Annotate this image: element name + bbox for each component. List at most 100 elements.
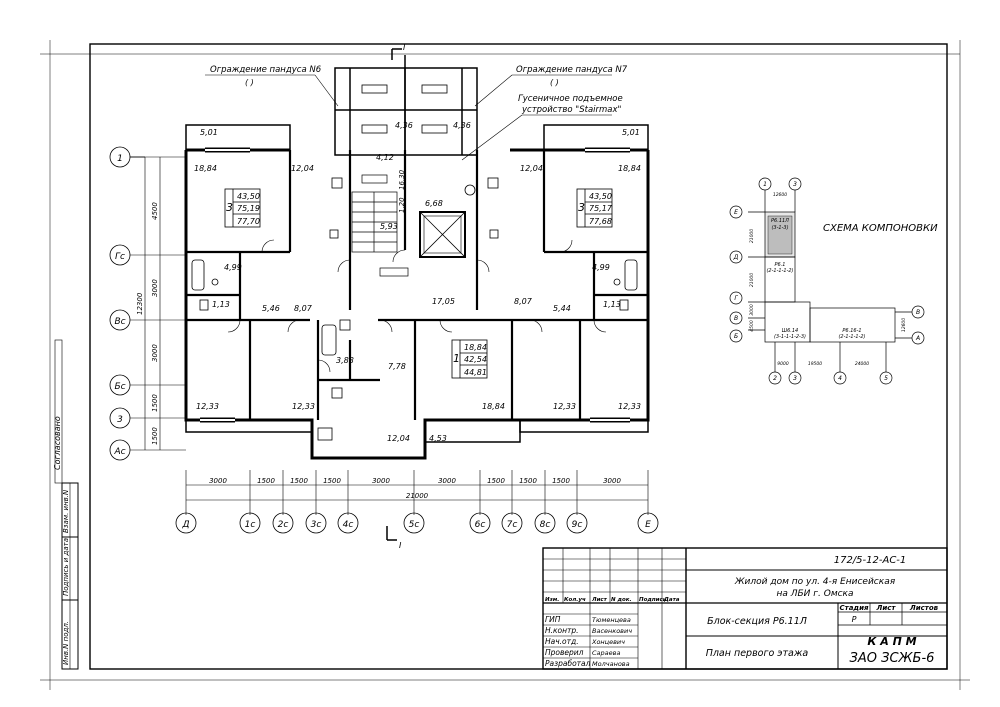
- room-area: 4,99: [224, 263, 242, 272]
- axis-label: 8с: [540, 520, 551, 530]
- room-area: 6,68: [425, 199, 443, 208]
- room-area: 18,84: [194, 164, 217, 173]
- header-cell: Кол.уч: [564, 597, 586, 603]
- apt-area: 43,50: [589, 192, 612, 201]
- scheme-block-label: Ш6.14: [782, 328, 798, 334]
- role-cell: Разработал: [545, 659, 591, 668]
- side-stamp: Согласовано Взам. инв.N Подпись и дата И…: [53, 339, 79, 670]
- dim: 3000: [151, 344, 159, 362]
- sheets-label: Листов: [909, 604, 939, 612]
- scheme-axis: А: [915, 335, 920, 342]
- scheme-dim: 12600: [773, 192, 787, 198]
- scheme-axis: В: [916, 309, 920, 316]
- role-cell: Нач.отд.: [545, 637, 579, 646]
- org-line1: К А П М: [867, 635, 916, 648]
- name-cell: Хонцевич: [591, 638, 625, 646]
- scheme-dim: 21000: [749, 229, 755, 243]
- dim: 3000: [151, 279, 159, 297]
- apt-num: 1: [453, 352, 460, 365]
- scheme-dim: 4500: [749, 320, 755, 332]
- axis-label: 2с: [278, 520, 289, 530]
- room-area: 4,99: [592, 263, 610, 272]
- name-cell: Тюменцева: [592, 616, 631, 624]
- room-areas: 5,01 5,01 4,36 4,36 4,12 18,84 12,04 12,…: [194, 121, 641, 443]
- org-line2: ЗАО ЗСЖБ-6: [850, 651, 935, 666]
- scheme-axis: Е: [734, 209, 738, 216]
- axis-label: 9с: [572, 520, 583, 530]
- name-cell: Сараева: [592, 649, 620, 657]
- project-line2: на ЛБИ г. Омска: [776, 589, 853, 599]
- sheet-border: [89, 43, 948, 670]
- section-mark-bottom: I: [399, 541, 402, 550]
- apartment-labels: 3 43,50 75,19 77,70 3 43,50 75,17 77,68 …: [226, 192, 613, 377]
- room-area: 5,01: [622, 128, 640, 137]
- scheme-block-sub: (3-1-3): [771, 225, 788, 231]
- apt-area: 75,17: [589, 204, 613, 213]
- apt-area: 75,19: [237, 204, 260, 213]
- left-axes: [109, 146, 145, 461]
- drawing-name: План первого этажа: [706, 648, 809, 659]
- scheme-axis: 3: [793, 375, 797, 382]
- role-cell: Н.контр.: [545, 626, 579, 635]
- axis-label: 1с: [245, 520, 256, 530]
- room-area: 5,46: [262, 304, 280, 313]
- stair-dim-2: 1,20: [398, 197, 406, 213]
- axis-label: 5с: [409, 520, 420, 530]
- scheme-block-sub: (2-1-1-1-2): [838, 334, 865, 340]
- apt-area: 18,84: [464, 343, 487, 352]
- room-area: 12,04: [387, 434, 410, 443]
- axis-label: Д: [181, 520, 189, 530]
- lift-label-1: Гусеничное подъемное: [518, 94, 623, 104]
- apt-area: 77,68: [589, 217, 612, 226]
- title-block: [542, 547, 948, 670]
- dim: 1500: [151, 427, 159, 445]
- agreed-label: Согласовано: [53, 416, 62, 470]
- layout-scheme: СХЕМА КОМПОНОВКИ: [729, 177, 938, 385]
- axis-label: 6с: [475, 520, 486, 530]
- stamp-col3: Инв.N подл.: [62, 621, 70, 665]
- room-area: 12,04: [520, 164, 543, 173]
- scheme-dim: 24000: [855, 361, 869, 367]
- room-area: 17,05: [432, 297, 455, 306]
- scheme-dim: 21000: [749, 273, 755, 287]
- scheme-block-label: Р6.1: [775, 262, 786, 268]
- header-cell: Лист: [591, 597, 608, 603]
- dim-total: 12300: [136, 292, 144, 315]
- dim: 1500: [487, 477, 505, 485]
- scheme-dim: 9000: [777, 361, 789, 367]
- role-cell: Проверил: [545, 648, 584, 657]
- stamp-col2: Подпись и дата: [62, 538, 70, 596]
- apt-area: 42,54: [464, 355, 487, 364]
- dim: 1500: [552, 477, 570, 485]
- axis-label: 7с: [507, 520, 518, 530]
- dim: 1500: [290, 477, 308, 485]
- room-area: 12,33: [618, 402, 641, 411]
- axis-label: 1: [117, 154, 123, 164]
- dim: 3000: [438, 477, 456, 485]
- scheme-block-label: Р6.11Л: [771, 218, 789, 224]
- apt-num: 3: [578, 201, 585, 214]
- room-area: 5,44: [553, 304, 571, 313]
- room-area: 8,07: [294, 304, 313, 313]
- room-area: 4,36: [395, 121, 413, 130]
- room-area: 4,36: [453, 121, 471, 130]
- scheme-dim: 3000: [749, 304, 755, 316]
- room-area: 12,04: [291, 164, 314, 173]
- header-cell: Дата: [663, 597, 680, 603]
- role-cell: ГИП: [545, 615, 561, 624]
- ramp6-paren: ( ): [245, 78, 254, 87]
- lift-label-2: устройство "Stairmax": [521, 105, 622, 115]
- scheme-block-label: Р6.16-1: [842, 328, 861, 334]
- room-area: 12,33: [553, 402, 576, 411]
- room-area: 4,12: [376, 153, 394, 162]
- room-area: 12,33: [196, 402, 219, 411]
- axis-label: Вс: [114, 317, 125, 327]
- axis-label: Бс: [114, 382, 125, 392]
- room-area: 3,88: [336, 356, 354, 365]
- scheme-axis: 1: [763, 181, 767, 188]
- dim: 1500: [151, 394, 159, 412]
- scheme-block-sub: (2-1-1-1-2): [766, 268, 793, 274]
- axis-label: 3: [117, 415, 123, 425]
- room-area: 1,13: [212, 300, 230, 309]
